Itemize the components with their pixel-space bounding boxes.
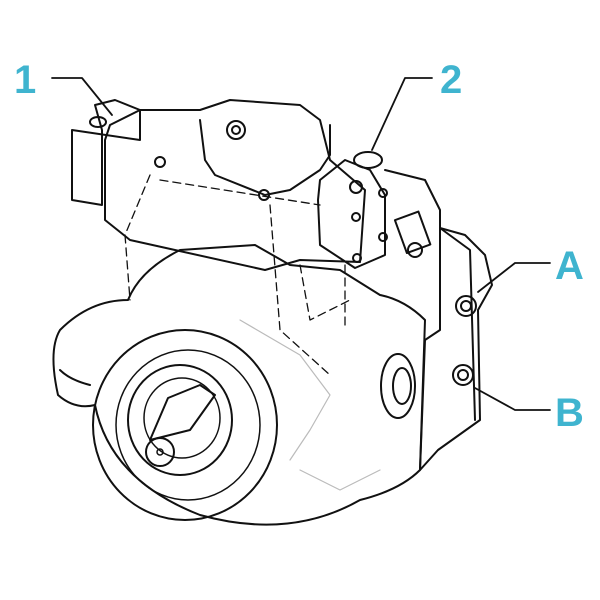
port-a [455, 295, 477, 317]
cover-plate [199, 119, 331, 196]
center-bolt [226, 120, 246, 140]
end-cover [384, 169, 493, 471]
pump-housing [52, 244, 426, 526]
leader-line-1 [51, 77, 113, 116]
leader-line-a [477, 262, 551, 293]
callout-label-b: B [555, 391, 584, 435]
side-port [380, 353, 416, 419]
callout-label-2: 2 [440, 58, 463, 102]
port-b [452, 364, 474, 386]
hidden-lines [124, 174, 351, 376]
mounting-flange [92, 329, 278, 521]
valve-2 [317, 159, 386, 269]
leader-line-2 [371, 77, 433, 151]
callout-label-a: A [555, 244, 584, 288]
shaft-seal [127, 364, 233, 476]
housing-slot [59, 369, 91, 386]
phantom-lines [239, 319, 381, 491]
control-block [104, 99, 366, 271]
valve-1 [71, 99, 141, 206]
splined-shaft [149, 384, 216, 441]
leader-line-b [474, 387, 551, 411]
callout-label-1: 1 [14, 58, 37, 102]
